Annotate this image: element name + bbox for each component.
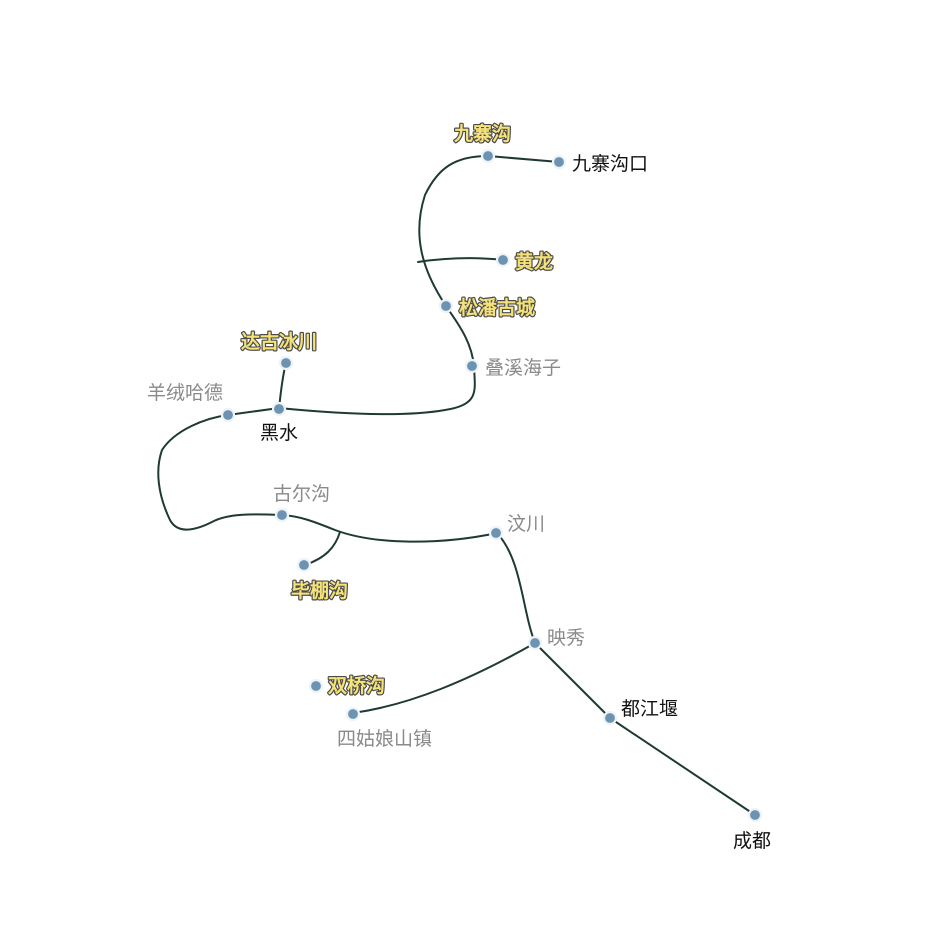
stop-songpan[interactable] — [438, 298, 454, 314]
route-branch-huanglong — [417, 257, 504, 263]
label-gu-ergou: 古尔沟 — [273, 483, 330, 505]
stop-labels: 九寨沟口 九寨沟 黄龙 松潘古城 叠溪海子 达古冰川 羊绒哈德 黑水 古尔沟 毕… — [147, 121, 771, 852]
stop-yangronghade[interactable] — [220, 407, 236, 423]
stop-heishui[interactable] — [271, 401, 287, 417]
label-heishui: 黑水 — [260, 422, 298, 444]
stop-jiuzhaigou-kou[interactable] — [551, 154, 567, 170]
route-branch-siguniang — [352, 642, 536, 714]
label-wenchuan: 汶川 — [507, 513, 545, 535]
stop-dujiangyan[interactable] — [602, 710, 618, 726]
stop-jiuzhaigou[interactable] — [480, 148, 496, 164]
stops — [220, 148, 763, 823]
label-huanglong: 黄龙 — [515, 250, 553, 273]
label-diexi: 叠溪海子 — [485, 357, 561, 379]
stop-shuangqiaogou[interactable] — [308, 678, 324, 694]
stop-diexi[interactable] — [464, 358, 480, 374]
label-dagu: 达古冰川 — [241, 330, 317, 353]
stop-huanglong[interactable] — [495, 252, 511, 268]
label-yangronghade: 羊绒哈德 — [147, 382, 223, 404]
label-bipenggou: 毕棚沟 — [291, 579, 348, 602]
stop-yingxiu[interactable] — [527, 635, 543, 651]
label-jiuzhaigou-kou: 九寨沟口 — [572, 153, 648, 175]
label-dujiangyan: 都江堰 — [621, 698, 678, 720]
stop-bipenggou[interactable] — [296, 557, 312, 573]
stop-siguniangshan[interactable] — [345, 706, 361, 722]
stop-dagu[interactable] — [278, 355, 294, 371]
label-yingxiu: 映秀 — [547, 627, 585, 649]
label-siguniangshan: 四姑娘山镇 — [337, 728, 432, 750]
route-main-line — [157, 155, 756, 816]
stop-gu-ergou[interactable] — [274, 507, 290, 523]
label-shuangqiaogou: 双桥沟 — [328, 674, 385, 697]
route-branch-bipenggou — [304, 531, 341, 566]
label-jiuzhaigou: 九寨沟 — [453, 122, 511, 145]
label-songpan: 松潘古城 — [459, 296, 535, 319]
label-chengdu: 成都 — [733, 830, 771, 852]
stop-chengdu[interactable] — [747, 807, 763, 823]
stop-wenchuan[interactable] — [488, 525, 504, 541]
